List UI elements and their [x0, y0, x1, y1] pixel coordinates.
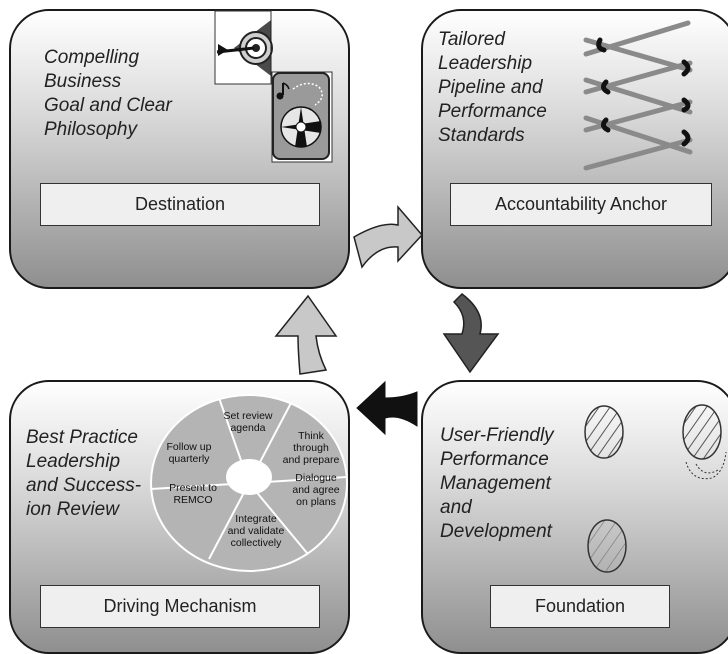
review-cycle-ring: [150, 394, 348, 572]
hatched-ellipse-icon: [587, 519, 627, 573]
cycle-step-6: Follow up quarterly: [166, 441, 212, 465]
cycle-step-1: Set review agenda: [223, 410, 273, 434]
destination-description: Compelling Business Goal and Clear Philo…: [44, 47, 172, 140]
foundation-description: User-Friendly Performance Management and…: [440, 425, 554, 542]
arrow-foundation-to-driving: [356, 380, 418, 436]
cycle-step-5: Present to REMCO: [169, 482, 217, 506]
hatched-ellipse-icon: [682, 404, 727, 480]
driving-label: Driving Mechanism: [40, 585, 320, 628]
hatched-ellipse-icon: [584, 405, 624, 459]
crossed-pipeline-icon: [583, 20, 693, 171]
arrow-driving-to-destination: [274, 294, 338, 375]
target-icon: [214, 10, 273, 85]
arrow-destination-to-accountability: [353, 204, 424, 269]
music-disc-icon: [271, 71, 333, 163]
foundation-label: Foundation: [490, 585, 670, 628]
accountability-label: Accountability Anchor: [450, 183, 712, 226]
cycle-step-3: Dialogue and agree on plans: [292, 472, 340, 508]
cycle-step-2: Think through and prepare: [282, 430, 340, 466]
driving-description: Best Practice Leadership and Success- io…: [26, 427, 142, 520]
cycle-step-4: Integrate and validate collectively: [227, 513, 285, 549]
destination-label: Destination: [40, 183, 320, 226]
arrow-accountability-to-foundation: [442, 293, 500, 374]
accountability-description: Tailored Leadership Pipeline and Perform…: [438, 29, 547, 146]
